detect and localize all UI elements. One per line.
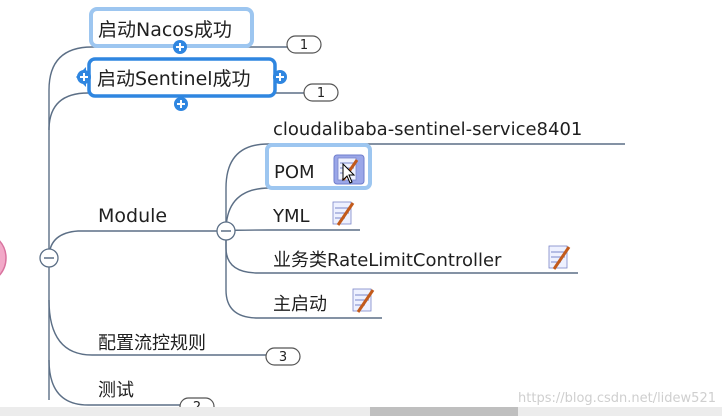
node-module-label[interactable]: Module <box>98 205 167 227</box>
node-sentinel[interactable]: 启动Sentinel成功 <box>76 57 287 111</box>
node-controller-label: 业务类RateLimitController <box>273 250 502 271</box>
badge-nacos[interactable]: 1 <box>286 35 322 54</box>
note-pencil-icon[interactable] <box>352 288 375 313</box>
note-pencil-icon[interactable] <box>332 201 355 226</box>
plus-icon[interactable] <box>76 67 91 87</box>
plus-icon[interactable] <box>273 70 287 84</box>
note-pencil-icon[interactable] <box>548 245 571 270</box>
scrollbar-thumb[interactable] <box>370 407 518 416</box>
mouse-cursor-icon <box>342 162 356 184</box>
watermark: https://blog.csdn.net/lidew521 <box>518 391 716 406</box>
node-pom-label: POM <box>274 162 315 183</box>
node-pom[interactable]: POM <box>265 143 372 190</box>
badge-flow-rules[interactable]: 3 <box>265 347 301 366</box>
plus-icon[interactable] <box>173 40 187 54</box>
root-collapse-button[interactable] <box>39 248 59 268</box>
node-main[interactable]: 主启动 <box>273 288 375 315</box>
node-nacos-label: 启动Nacos成功 <box>98 19 232 41</box>
badge-sentinel[interactable]: 1 <box>303 83 339 102</box>
root-node[interactable] <box>0 232 7 284</box>
node-main-label: 主启动 <box>273 294 327 315</box>
svg-text:1: 1 <box>317 86 325 101</box>
node-sentinel-label: 启动Sentinel成功 <box>97 68 251 90</box>
plus-icon[interactable] <box>174 97 188 111</box>
horizontal-scrollbar[interactable] <box>0 407 722 416</box>
svg-text:1: 1 <box>300 38 308 53</box>
node-nacos[interactable]: 启动Nacos成功 <box>89 7 254 54</box>
node-controller[interactable]: 业务类RateLimitController <box>273 245 571 271</box>
node-flow-rules-label[interactable]: 配置流控规则 <box>98 333 206 354</box>
svg-text:3: 3 <box>279 350 287 365</box>
node-test-label[interactable]: 测试 <box>98 380 134 401</box>
node-yml[interactable]: YML <box>272 201 355 227</box>
node-yml-label: YML <box>272 206 310 227</box>
node-service-label[interactable]: cloudalibaba-sentinel-service8401 <box>273 119 582 140</box>
module-collapse-button[interactable] <box>216 221 236 241</box>
branch-lines <box>48 46 625 406</box>
